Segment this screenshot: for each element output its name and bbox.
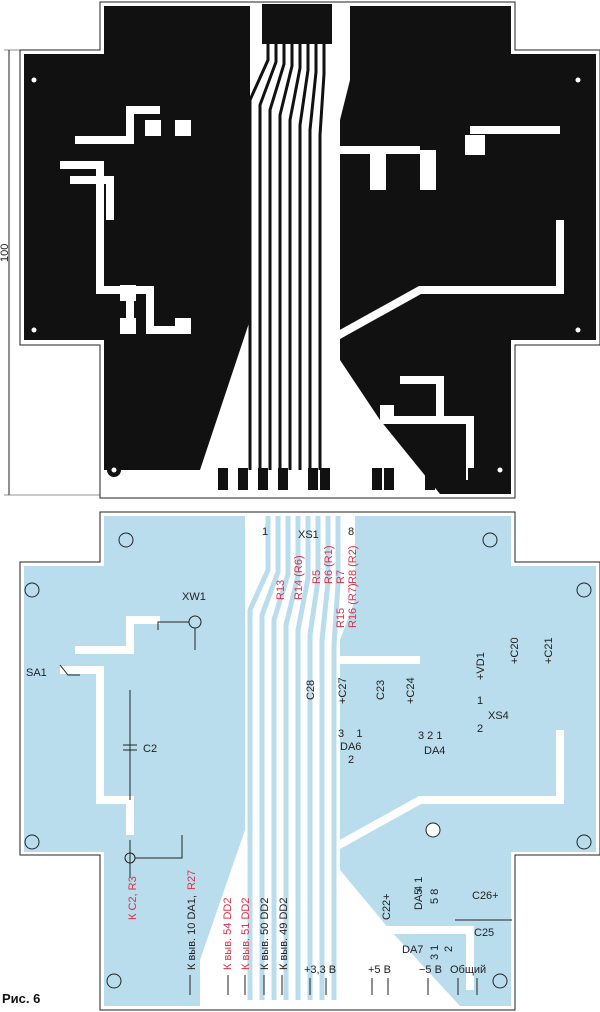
c20-label: +C20 <box>509 637 521 664</box>
label-3v3: +3,3 В <box>304 964 336 976</box>
label-pin50: К выв. 50 DD2 <box>259 898 271 970</box>
figure-caption: Рис. 6 <box>2 991 40 1006</box>
signal-traces-bottom <box>247 516 341 1000</box>
xs4-pin2: 2 <box>477 723 483 735</box>
dimension-label: 100 <box>0 244 11 262</box>
center-hole <box>425 822 441 838</box>
da5-label: DA5 <box>413 889 425 910</box>
copper-left-bottom <box>24 516 245 1006</box>
label-r8: R8 (R2) <box>347 545 359 584</box>
top-board-copper-layout: 100 <box>0 1 600 499</box>
c26-label: C26+ <box>472 890 499 902</box>
da5-pins-a: 4 1 <box>413 877 425 892</box>
c23-label: C23 <box>375 680 387 700</box>
c22-label: C22+ <box>381 893 393 920</box>
bottom-board-layout: 1 XS1 8 R13 R14 (R6) R5 R6 (R1) R7 R8 (R… <box>19 511 600 1011</box>
c21-label: +C21 <box>543 637 555 664</box>
xw1-label: XW1 <box>182 591 206 603</box>
da6-pin2: 2 <box>348 754 354 766</box>
da6-label: DA6 <box>340 741 361 753</box>
sa1-label: SA1 <box>26 667 47 679</box>
mounting-holes-bottom <box>24 532 592 989</box>
label-r13: R13 <box>275 580 287 600</box>
label-neg5v: −5 В <box>419 964 442 976</box>
da4-label: DA4 <box>424 745 445 757</box>
dimension-100: 100 <box>0 49 100 496</box>
xs1-pin1: 1 <box>262 526 268 538</box>
isolation-gaps-bottom <box>60 616 564 990</box>
da4-pins: 3 2 1 <box>418 730 442 742</box>
label-common: Общий <box>450 964 486 976</box>
xs1-pin8: 8 <box>348 526 354 538</box>
connection-arrows <box>189 975 478 995</box>
label-r16: R16 (R7) <box>347 583 359 628</box>
c24-label: +C24 <box>405 677 417 704</box>
c2-label: C2 <box>143 743 157 755</box>
label-r14: R14 (R6) <box>293 555 305 600</box>
c28-label: C28 <box>305 680 317 700</box>
label-to-da1: К выв. 10 DA1, <box>186 895 198 970</box>
pad-group <box>120 120 485 419</box>
label-pin51: К выв. 51 DD2 <box>240 898 252 970</box>
da5-pins-b: 5 8 <box>429 889 441 904</box>
copper-left <box>24 6 250 470</box>
label-to-c2-r3: К C2, R3 <box>127 876 139 920</box>
white-isolation-traces <box>60 106 564 480</box>
label-r27: R27 <box>186 870 198 890</box>
c27-label: +C27 <box>337 677 349 704</box>
label-r7: R7 <box>335 570 347 584</box>
da6-pins: 3 1 <box>338 728 362 740</box>
vd1-label: +VD1 <box>475 652 487 680</box>
c25-label: C25 <box>474 927 494 939</box>
label-r5: R5 <box>311 570 323 584</box>
da7-pins: 3 1 <box>429 945 441 960</box>
copper-right-bottom <box>340 516 596 1006</box>
component-wires <box>59 615 512 921</box>
label-r15: R15 <box>335 608 347 628</box>
xs4-pin1: 1 <box>477 695 483 707</box>
xs1-label: XS1 <box>298 529 319 541</box>
mounting-holes-top <box>27 73 585 477</box>
xs4-label: XS4 <box>488 710 509 722</box>
label-pin49: К выв. 49 DD2 <box>278 898 290 970</box>
label-pin54: К выв. 54 DD2 <box>222 898 234 970</box>
da7-pin2: 2 <box>443 946 455 952</box>
da7-label: DA7 <box>402 944 423 956</box>
connector-pads-top <box>218 4 478 490</box>
label-r6: R6 (R1) <box>323 545 335 584</box>
label-5v: +5 В <box>368 964 391 976</box>
